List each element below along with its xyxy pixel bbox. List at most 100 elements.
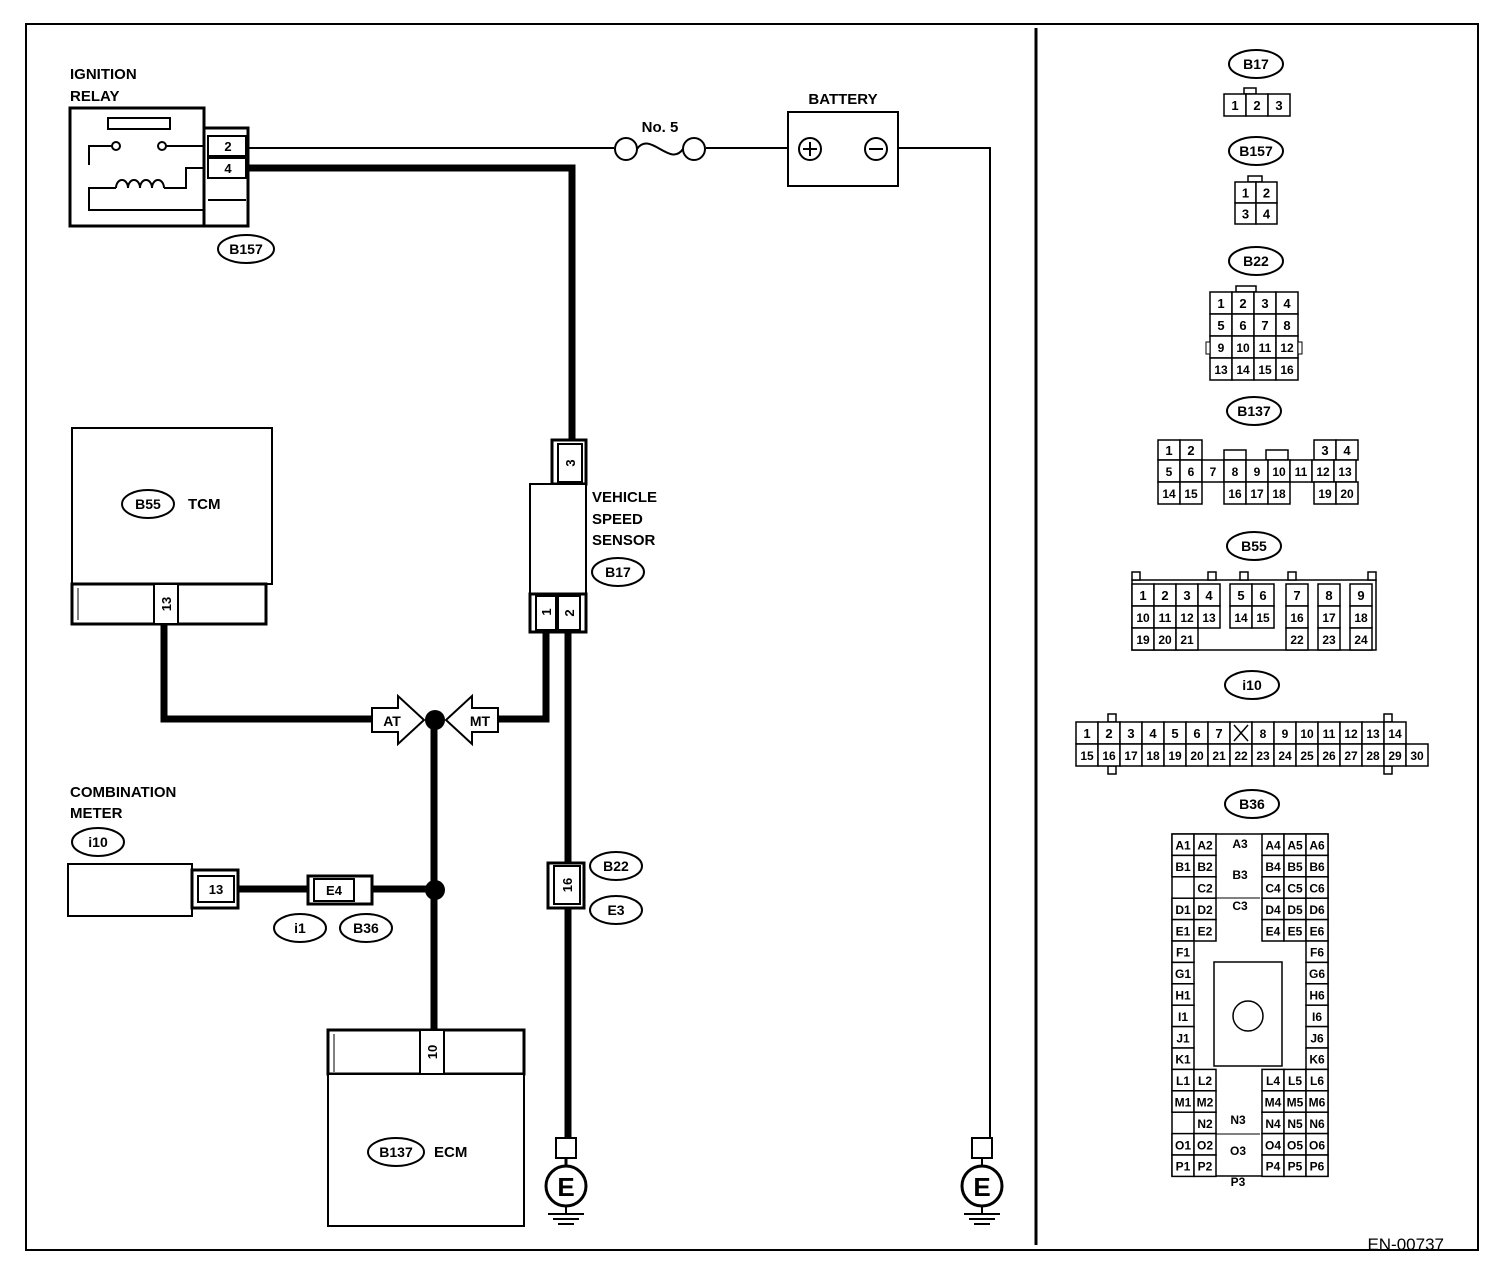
relay-coil-icon (115, 179, 165, 189)
b22-pin-14: 14 (1236, 363, 1250, 377)
i10-pin-24: 24 (1278, 749, 1292, 763)
b36-pin-A3: A3 (1232, 837, 1248, 851)
b137-pin-15: 15 (1184, 487, 1198, 501)
b137-pin-4: 4 (1343, 443, 1351, 458)
joint-pin-e4: E4 (326, 883, 343, 898)
b36-pin-A4: A4 (1265, 839, 1281, 853)
b36-pin-L1: L1 (1176, 1074, 1190, 1088)
b137-pin-10: 10 (1272, 465, 1286, 479)
b137-pin-1: 1 (1165, 443, 1172, 458)
at-mt-junction: AT MT (371, 693, 499, 900)
b36-pin-E6: E6 (1310, 924, 1325, 938)
i10-pin-7: 7 (1215, 726, 1222, 741)
b36-pin-B4: B4 (1265, 860, 1281, 874)
b137-pin-14: 14 (1162, 487, 1176, 501)
b55-pin-12: 12 (1180, 611, 1194, 625)
b22-pin-6: 6 (1239, 318, 1246, 333)
b55-pin-21: 21 (1180, 633, 1194, 647)
b36-pin-J6: J6 (1310, 1031, 1324, 1045)
b36-pin-M5: M5 (1287, 1096, 1304, 1110)
b36-pin-J1: J1 (1176, 1031, 1190, 1045)
vss-pin-3: 3 (563, 459, 578, 466)
joint-e4-connector-left: i1 (294, 920, 306, 936)
b55-pin-20: 20 (1158, 633, 1172, 647)
b36-pin-L5: L5 (1288, 1074, 1302, 1088)
i10-view-title: i10 (1242, 677, 1262, 693)
b55-pin-7: 7 (1293, 588, 1300, 603)
b137-pin-6: 6 (1188, 465, 1195, 479)
b17-view-badge (1228, 49, 1284, 79)
b36-pin-N6: N6 (1309, 1117, 1325, 1131)
b36-pin-D2: D2 (1197, 903, 1213, 917)
joint-16-connector-bottom: E3 (607, 902, 624, 918)
i10-pin-26: 26 (1322, 749, 1336, 763)
b22-pin-9: 9 (1218, 341, 1225, 355)
b157-pin-4: 4 (1263, 207, 1271, 222)
battery: BATTERY (787, 91, 899, 187)
b36-pin-E4: E4 (1266, 924, 1281, 938)
tcm-pin-13: 13 (159, 597, 174, 611)
b36-pin-P6: P6 (1310, 1160, 1325, 1174)
b36-pin-O1: O1 (1175, 1138, 1191, 1152)
ecm: 10 B137 ECM (326, 1028, 526, 1227)
b36-pin-C3: C3 (1232, 899, 1248, 913)
e3-badge (589, 895, 643, 925)
i10-pin-18: 18 (1146, 749, 1160, 763)
splice-dot-top (425, 710, 445, 730)
meter-connector-label: i10 (88, 834, 108, 850)
b36-pin-C4: C4 (1265, 882, 1281, 896)
vss-pin-1: 1 (539, 608, 554, 615)
b36-pin-L6: L6 (1310, 1074, 1324, 1088)
i10-pin-1: 1 (1083, 726, 1090, 741)
i10-pin-21: 21 (1212, 749, 1226, 763)
b137-pin-11: 11 (1295, 465, 1308, 479)
b22-pin-13: 13 (1214, 363, 1228, 377)
joint-16-connector-top: B22 (603, 858, 629, 874)
i10-pin-23: 23 (1256, 749, 1270, 763)
b55-pin-9: 9 (1357, 588, 1364, 603)
b36-pin-A5: A5 (1287, 839, 1303, 853)
b55-view-badge (1226, 531, 1282, 561)
b36-pin-M6: M6 (1309, 1096, 1326, 1110)
b17-pin-3: 3 (1275, 98, 1282, 113)
b157-badge (217, 234, 275, 264)
wires (160, 147, 991, 1138)
b137-pin-19: 19 (1318, 487, 1332, 501)
b36-pin-F1: F1 (1176, 946, 1190, 960)
b36-pin-I1: I1 (1178, 1010, 1188, 1024)
battery-label: BATTERY (808, 91, 877, 108)
b137-pin-18: 18 (1272, 487, 1286, 501)
b157-pin-3: 3 (1242, 207, 1249, 222)
b36-pin-H1: H1 (1175, 989, 1191, 1003)
b36-pin-P5: P5 (1288, 1160, 1303, 1174)
fuse-element-icon (636, 142, 684, 156)
b22-pin-4: 4 (1283, 296, 1291, 311)
b137-pin-16: 16 (1228, 487, 1242, 501)
tcm-connector-label: B55 (135, 496, 161, 512)
b36-pin-E1: E1 (1176, 924, 1191, 938)
joint-e4-connector-right: B36 (353, 920, 379, 936)
mt-label: MT (470, 713, 491, 729)
b36-pin-G1: G1 (1175, 967, 1191, 981)
ignition-relay-label-2: RELAY (70, 88, 119, 105)
b36-pin-N3: N3 (1230, 1113, 1246, 1127)
b55-pin-18: 18 (1354, 611, 1368, 625)
b157-pin-2: 2 (1263, 186, 1270, 201)
b22-pin-10: 10 (1236, 341, 1250, 355)
b36-pin-L4: L4 (1266, 1074, 1280, 1088)
joint-16: 16 B22 E3 (546, 851, 643, 925)
b36-pin-D4: D4 (1265, 903, 1281, 917)
b137-pin-2: 2 (1187, 443, 1194, 458)
b36-pin-G6: G6 (1309, 967, 1325, 981)
ground-left-label: E (557, 1172, 574, 1202)
b36-pin-O3: O3 (1230, 1144, 1246, 1158)
b17-badge (591, 557, 645, 587)
b17-pin-1: 1 (1231, 98, 1238, 113)
b22-pin-15: 15 (1258, 363, 1272, 377)
vehicle-speed-sensor: 3 1 2 VEHICLE SPEED SENSOR B17 (528, 438, 657, 634)
mt-arrow-icon (444, 693, 499, 747)
combination-meter-label-2: METER (70, 805, 123, 822)
tcm: 13 B55 TCM (70, 427, 273, 626)
